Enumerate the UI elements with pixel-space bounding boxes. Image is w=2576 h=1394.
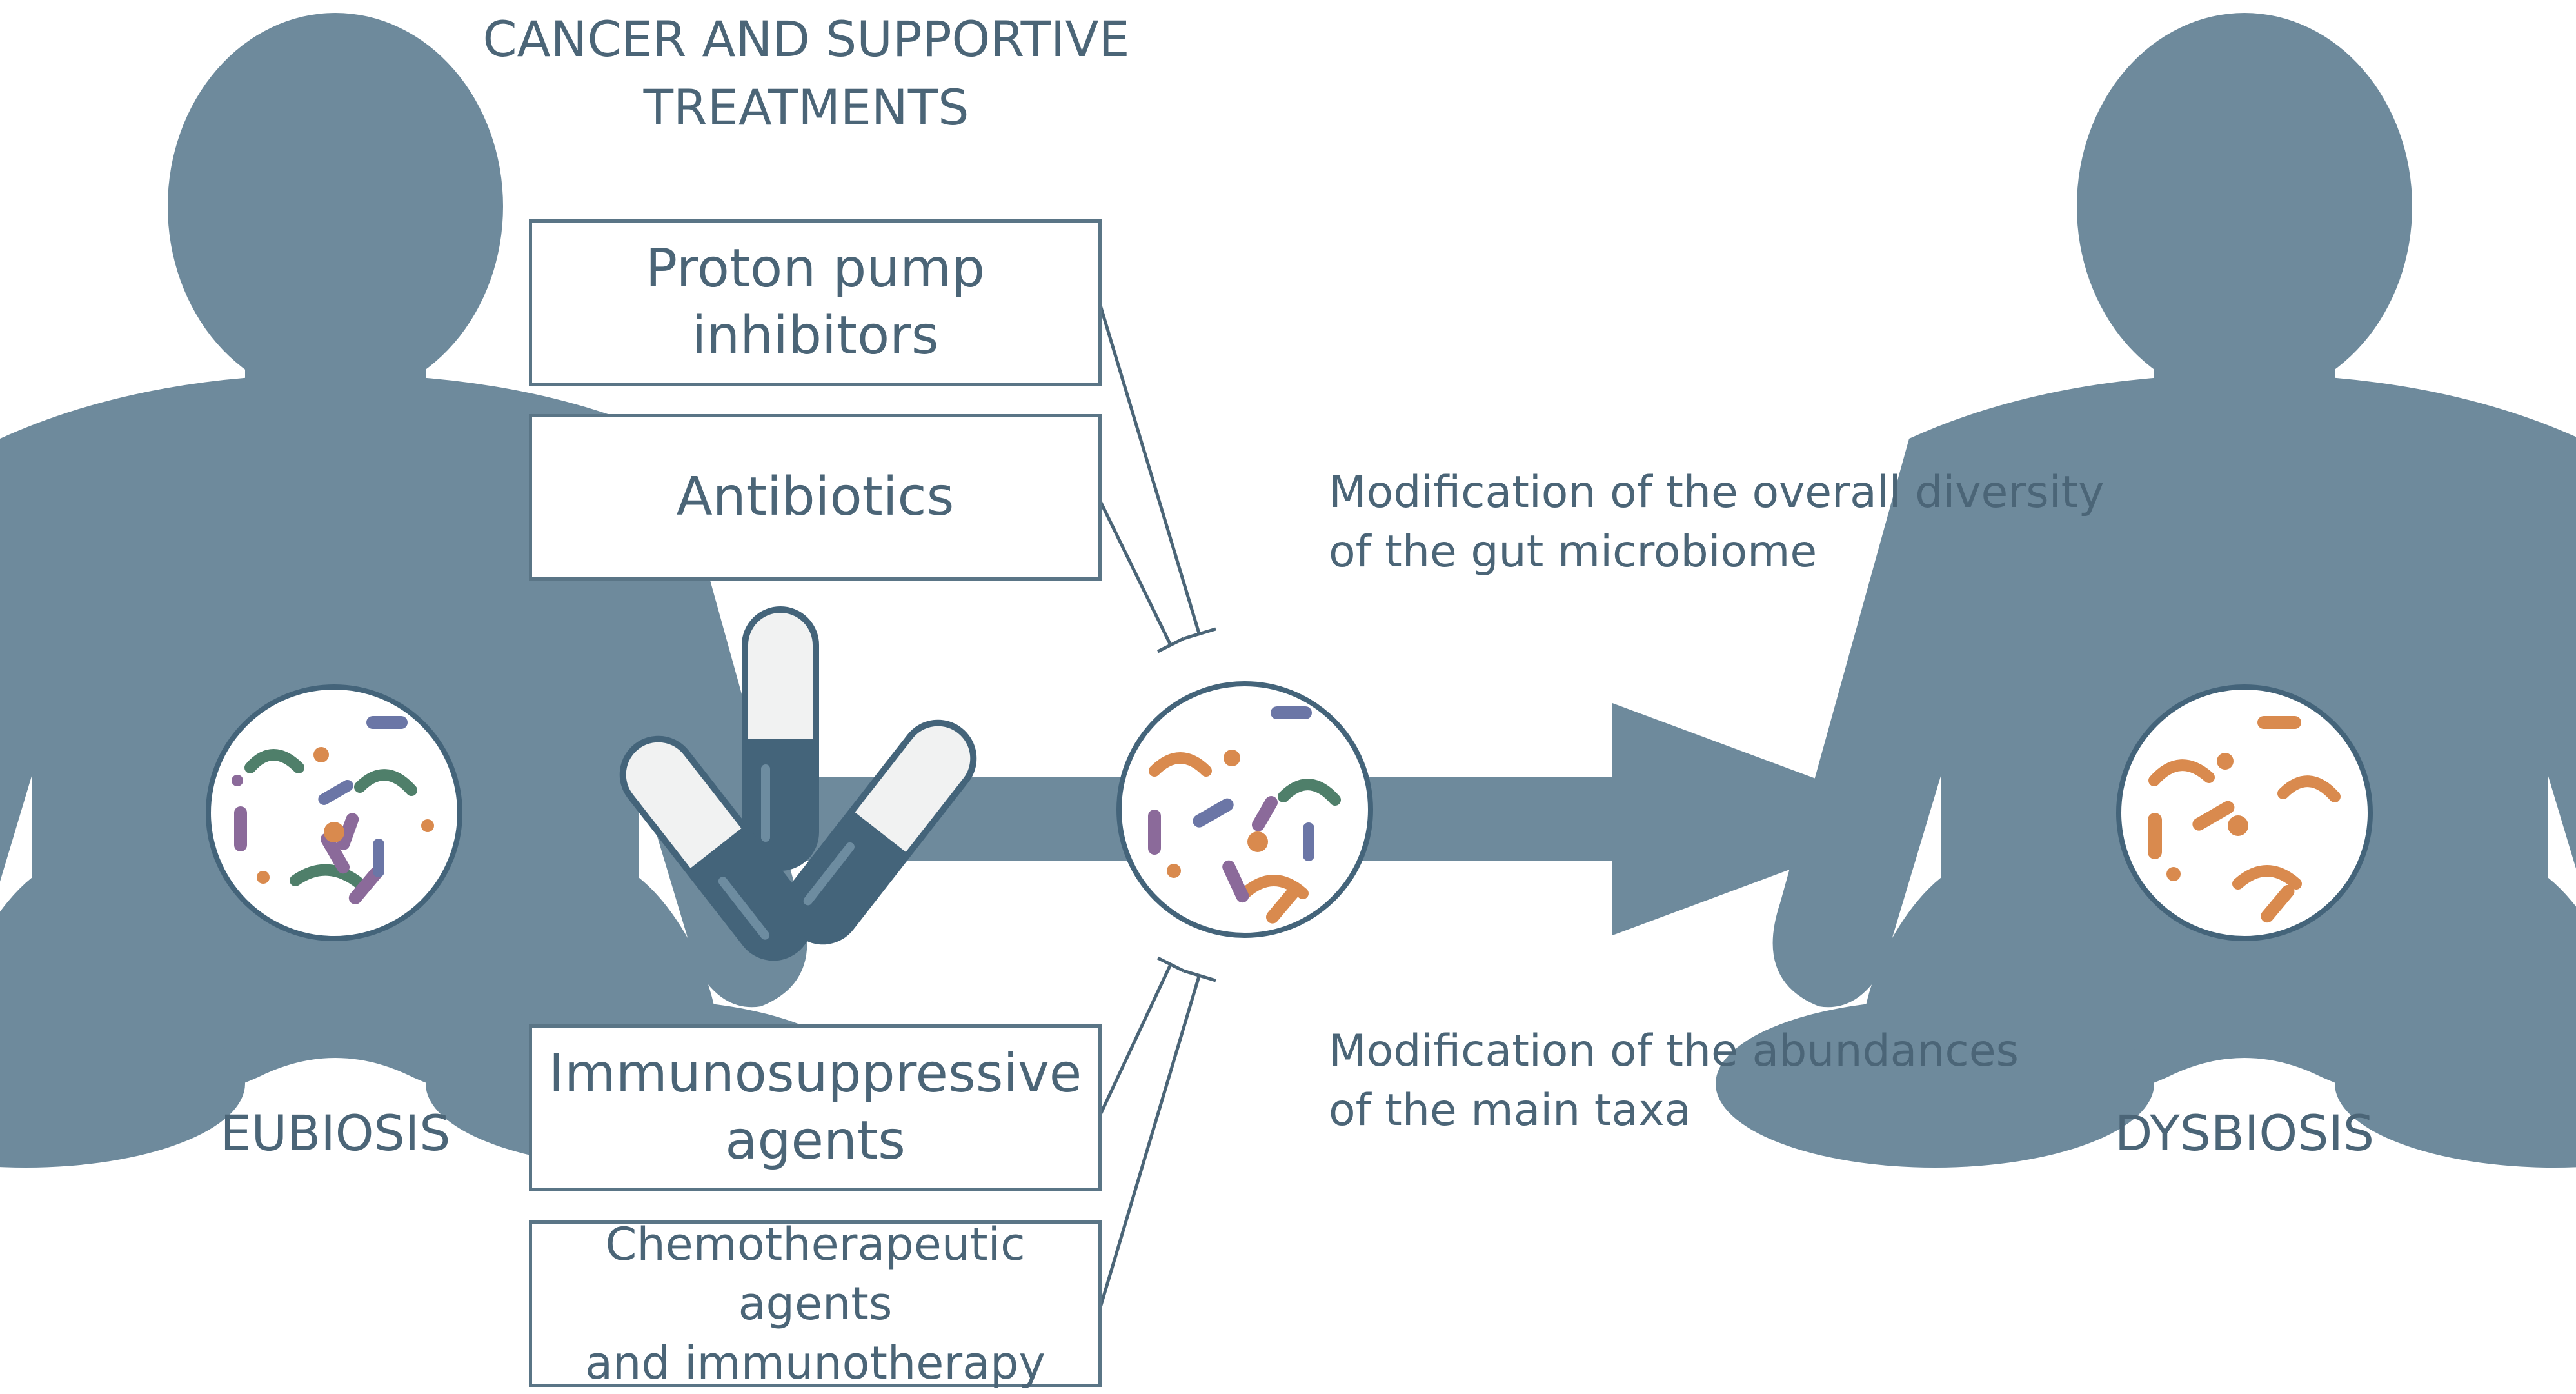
treatment-label: agents <box>725 1110 906 1171</box>
dysbiosis-child-silhouette <box>1716 13 2576 1168</box>
treatment-label: Antibiotics <box>676 466 955 528</box>
treatments-heading-line1: CANCER AND SUPPORTIVE <box>482 10 1130 68</box>
effect-abundances: Modification of the abundances of the ma… <box>1329 1022 2167 1140</box>
treatments-heading: CANCER AND SUPPORTIVE TREATMENTS <box>419 5 1193 142</box>
dysbiosis-microbiome-circle <box>2116 684 2373 941</box>
treatment-label: inhibitors <box>691 305 939 366</box>
effect-line: Modification of the abundances <box>1329 1026 2019 1077</box>
treatment-label: Chemotherapeutic agents <box>605 1218 1025 1330</box>
inhibition-connectors <box>1098 303 1216 1310</box>
effect-line: of the gut microbiome <box>1329 526 1818 577</box>
eubiosis-microbiome-circle <box>206 684 462 941</box>
treatments-heading-line2: TREATMENTS <box>643 79 969 136</box>
capsule-icon <box>745 610 816 868</box>
treatment-label: Immunosuppressive <box>548 1043 1082 1104</box>
effect-line: Modification of the overall diversity <box>1329 467 2105 518</box>
treatment-label: and immunotherapy <box>585 1337 1045 1389</box>
treatment-microbiome-circle <box>1116 681 1373 938</box>
treatment-box-antibiotics: Antibiotics <box>529 414 1102 581</box>
dysbiosis-label: DYSBIOSIS <box>2114 1104 2375 1162</box>
treatment-box-immunosuppressive: Immunosuppressive agents <box>529 1024 1102 1191</box>
treatment-box-chemotherapy: Chemotherapeutic agents and immunotherap… <box>529 1218 1102 1389</box>
effect-line: of the main taxa <box>1329 1085 1692 1136</box>
treatment-label: Proton pump <box>645 238 986 299</box>
eubiosis-label: EUBIOSIS <box>220 1104 451 1162</box>
eubiosis-child-silhouette <box>0 13 864 1168</box>
treatment-box-ppi: Proton pump inhibitors <box>529 219 1102 386</box>
effect-diversity: Modification of the overall diversity of… <box>1329 463 2167 582</box>
